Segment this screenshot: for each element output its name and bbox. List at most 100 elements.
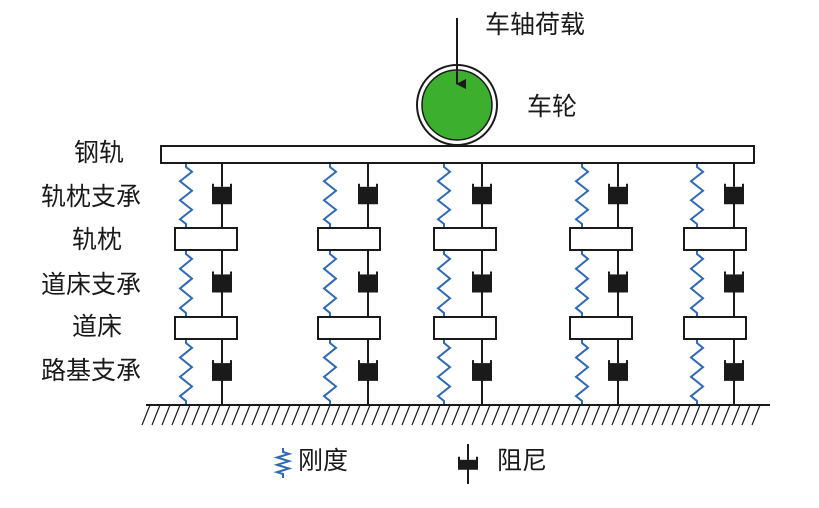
ground-hatch-line	[521, 404, 531, 426]
ground-hatch-line	[731, 404, 741, 426]
sleeper-support-spring-4	[574, 163, 590, 228]
sleeper-support-damper-2	[358, 163, 378, 228]
ballast-support-spring-3	[436, 250, 452, 317]
legend-damping-damper-icon	[458, 444, 478, 484]
ground-hatch-line	[281, 404, 291, 426]
sleeper-support-damper-1	[212, 163, 232, 228]
ground-hatch-line	[381, 404, 391, 426]
ground-hatch-line	[311, 404, 321, 426]
ground-hatch-line	[431, 404, 441, 426]
ballast-support-spring-5	[689, 250, 705, 317]
ground-hatch-line	[301, 404, 311, 426]
damper-piston	[610, 274, 626, 292]
sleeper-support-damper-3	[472, 163, 492, 228]
sleeper-support-damper-4	[608, 163, 628, 228]
subgrade-support-spring-4	[574, 339, 590, 405]
damper-piston	[474, 363, 490, 380]
damper-piston	[360, 274, 376, 292]
ground-hatch-line	[401, 404, 411, 426]
ground-hatch-line	[621, 404, 631, 426]
damper-piston	[474, 274, 490, 292]
ground-hatch-line	[511, 404, 521, 426]
ground-hatch-line	[391, 404, 401, 426]
wheel-label: 车轮	[527, 92, 578, 121]
ballast-block-1	[174, 316, 238, 340]
ballast-block-2	[317, 316, 381, 340]
ground-hatch-line	[661, 404, 671, 426]
ballast-support-damper-5	[724, 250, 744, 317]
ballast-support-damper-4	[608, 250, 628, 317]
ground-hatch-line	[681, 404, 691, 426]
ground-hatch-line	[271, 404, 281, 426]
ground-hatch-line	[571, 404, 581, 426]
ground-hatch-line	[581, 404, 591, 426]
ground-hatch-line	[361, 404, 371, 426]
sleeper-block-5	[683, 227, 747, 251]
ground-hatch-line	[371, 404, 381, 426]
ballast-support-spring-1	[178, 250, 194, 317]
ballast-label: 道床	[72, 312, 123, 341]
ground-hatch-line	[441, 404, 451, 426]
axle-load-label: 车轴荷载	[485, 10, 586, 39]
ground-hatch-line	[221, 404, 231, 426]
sleeper-block-2	[317, 227, 381, 251]
sleeper-block-1	[174, 227, 238, 251]
sleeper-support-damper-5	[724, 163, 744, 228]
ground-hatch-line	[701, 404, 711, 426]
ground-hatch-line	[191, 404, 201, 426]
damper-piston	[726, 274, 742, 292]
ballast-block-3	[433, 316, 497, 340]
ground-hatching	[141, 404, 761, 426]
ground-hatch-line	[351, 404, 361, 426]
ground-hatch-line	[711, 404, 721, 426]
ground-hatch-line	[261, 404, 271, 426]
ballast-support-spring-2	[322, 250, 338, 317]
ground-hatch-line	[321, 404, 331, 426]
ground-hatch-line	[551, 404, 561, 426]
ground-hatch-line	[531, 404, 541, 426]
sleeper-block-3	[433, 227, 497, 251]
ballast-support-damper-3	[472, 250, 492, 317]
damper-piston	[214, 274, 230, 292]
sleeper-label: 轨枕	[72, 225, 123, 254]
ground-hatch-line	[561, 404, 571, 426]
ground-hatch-line	[641, 404, 651, 426]
legend	[273, 444, 478, 484]
ground-hatch-line	[241, 404, 251, 426]
damper-piston	[726, 363, 742, 380]
legend-stiffness-spring-icon	[273, 448, 293, 478]
rail-beam	[160, 145, 755, 164]
subgrade-support-damper-5	[724, 339, 744, 405]
sleeper-support-spring-5	[689, 163, 705, 228]
ground-hatch-line	[601, 404, 611, 426]
legend-damping-label: 阻尼	[497, 446, 548, 475]
sleeper-support-spring-2	[322, 163, 338, 228]
sleeper-support-spring-3	[436, 163, 452, 228]
subgrade-support-spring-2	[322, 339, 338, 405]
damper-piston	[214, 363, 230, 380]
ground-hatch-line	[251, 404, 261, 426]
ballast-support-damper-2	[358, 250, 378, 317]
ground-hatch-line	[651, 404, 661, 426]
ground-hatch-line	[141, 404, 151, 426]
rail-label: 钢轨	[74, 138, 125, 167]
ground-hatch-line	[481, 404, 491, 426]
ground-hatch-line	[231, 404, 241, 426]
subgrade-support-damper-3	[472, 339, 492, 405]
ground-hatch-line	[201, 404, 211, 426]
ballast-block-5	[683, 316, 747, 340]
subgrade-support-damper-4	[608, 339, 628, 405]
ballast-support-damper-1	[212, 250, 232, 317]
subgrade-support-spring-3	[436, 339, 452, 405]
subgrade-support-damper-2	[358, 339, 378, 405]
subgrade-support-spring-1	[178, 339, 194, 405]
ground-hatch-line	[541, 404, 551, 426]
ground-hatch-line	[451, 404, 461, 426]
sleeper-block-4	[569, 227, 633, 251]
ground-hatch-line	[211, 404, 221, 426]
ballast-support-spring-4	[574, 250, 590, 317]
ground-hatch-line	[421, 404, 431, 426]
damper-piston	[474, 186, 490, 204]
